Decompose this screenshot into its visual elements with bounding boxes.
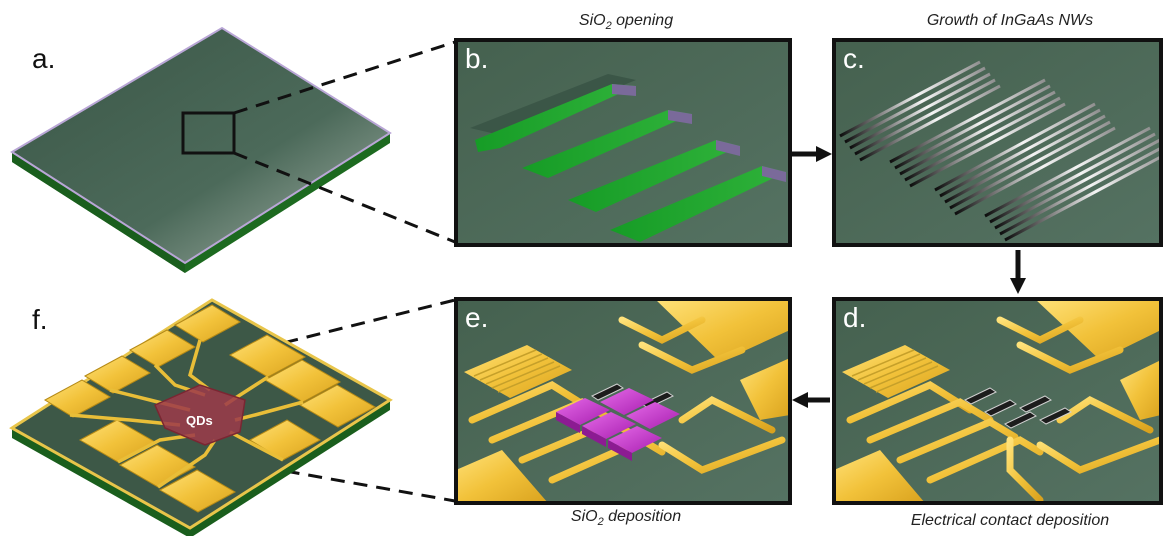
- panel-frame: [454, 38, 792, 247]
- nanowire-array: [984, 126, 1161, 242]
- zoom-line-bottom-fe: [194, 453, 456, 503]
- zoom-line-top-ab: [233, 40, 456, 115]
- panel-frame: [832, 38, 1163, 247]
- sio2-block: [600, 388, 654, 415]
- sio2-blocks: [556, 388, 680, 461]
- sio2-block: [582, 412, 636, 439]
- trench: [522, 110, 692, 178]
- sio2-block: [608, 426, 662, 453]
- contact-pad: [464, 345, 572, 398]
- trench: [475, 84, 636, 152]
- panel-a-substrate: [10, 26, 392, 273]
- panel-f-label: f.: [32, 304, 48, 335]
- panel-f-chip: [9, 298, 393, 538]
- qd-region: [154, 384, 246, 446]
- nanowire-arrays: [839, 60, 1161, 242]
- panel-d: [832, 297, 1163, 505]
- zoom-box: [181, 111, 236, 155]
- panel-frame: [832, 297, 1163, 505]
- sio2-block: [556, 398, 610, 425]
- contact-pad: [456, 450, 548, 503]
- contact-pad: [1035, 299, 1161, 360]
- contact-pad: [842, 345, 950, 398]
- nanowire-array: [839, 60, 1001, 162]
- trench: [610, 166, 786, 242]
- substrate-top: [10, 26, 392, 265]
- panel-c: [832, 38, 1163, 247]
- qd-label: QDs: [186, 413, 213, 428]
- arrow-b-to-c: [792, 146, 832, 162]
- contact-pad: [1120, 360, 1161, 420]
- panel-d-caption: Electrical contact deposition: [910, 512, 1110, 529]
- arrow-c-to-d: [1010, 250, 1026, 294]
- panel-c-label: c.: [843, 43, 865, 74]
- panel-a-label: a.: [32, 43, 56, 74]
- panel-b-caption: SiO2 opening: [578, 12, 674, 33]
- panel-e-label: e.: [465, 302, 489, 333]
- panel-frame: [454, 297, 792, 505]
- panel-c-caption: Growth of InGaAs NWs: [926, 12, 1094, 29]
- contact-traces: [69, 339, 304, 489]
- trench: [568, 140, 740, 212]
- contact-pad: [834, 450, 925, 503]
- panel-e-caption: SiO2 deposition: [570, 508, 682, 529]
- zoom-line-bottom-ab: [233, 151, 456, 244]
- nanowire-array: [934, 102, 1116, 216]
- contact-layout: [456, 299, 790, 503]
- contact-pad: [655, 299, 790, 362]
- contact-layout: [834, 299, 1161, 503]
- nanowire-array: [889, 78, 1066, 188]
- trench-group: [470, 74, 786, 242]
- panel-d-label: d.: [843, 302, 867, 333]
- nanowire-devices: [963, 387, 1073, 429]
- sio2-block: [626, 402, 680, 429]
- panel-e: [454, 297, 792, 505]
- contact-pad: [740, 358, 790, 420]
- panel-b: [454, 38, 792, 247]
- arrow-d-to-e: [792, 392, 830, 408]
- panel-b-label: b.: [465, 43, 489, 74]
